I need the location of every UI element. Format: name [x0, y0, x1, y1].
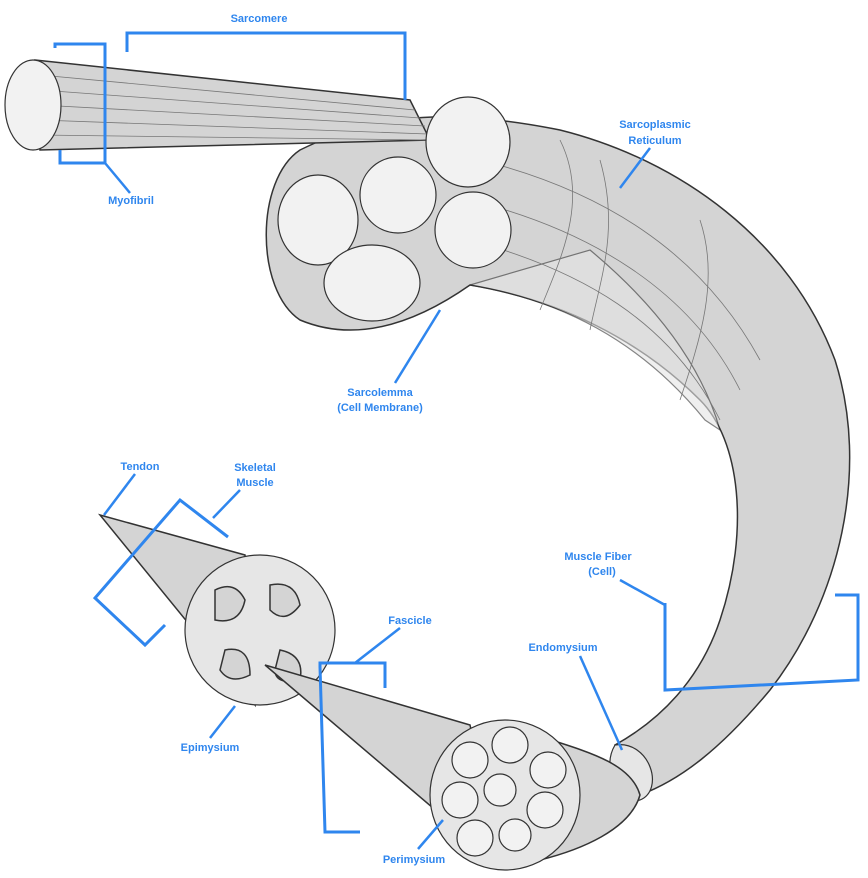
myofibril-illustration	[4, 59, 432, 151]
perimysium-leader	[417, 819, 444, 850]
label-epimysium: Epimysium	[181, 742, 240, 754]
label-endomysium: Endomysium	[528, 642, 597, 654]
label-sarcoplasmic-reticulum-2: Reticulum	[628, 135, 681, 147]
sarcomere-bracket	[125, 31, 407, 100]
fascicle-bundles	[441, 726, 567, 857]
tendon-leader	[103, 473, 136, 516]
myofibril-leader	[104, 162, 131, 194]
label-tendon: Tendon	[121, 461, 160, 473]
label-sarcoplasmic-reticulum-1: Sarcoplasmic	[619, 119, 691, 131]
label-myofibril: Myofibril	[108, 195, 154, 207]
myofibril-bracket	[53, 42, 107, 165]
fascicle-illustration	[264, 664, 641, 871]
skeletal-muscle-leader	[212, 489, 241, 519]
label-muscle-fiber-1: Muscle Fiber	[564, 551, 632, 563]
label-skeletal-muscle-1: Skeletal	[234, 462, 276, 474]
fascicle-leader	[354, 627, 401, 664]
fascicle-bracket	[318, 661, 387, 834]
label-skeletal-muscle-2: Muscle	[236, 477, 273, 489]
sarcolemma-leader	[393, 309, 442, 384]
muscle-fiber-leader	[619, 578, 666, 607]
epimysium-leader	[209, 705, 236, 739]
label-sarcolemma-2: (Cell Membrane)	[337, 402, 423, 414]
label-fascicle: Fascicle	[388, 615, 431, 627]
label-sarcolemma-1: Sarcolemma	[347, 387, 413, 399]
myofibril-cross-sections	[277, 96, 512, 322]
label-muscle-fiber-2: (Cell)	[588, 566, 616, 578]
annotations	[53, 31, 860, 850]
endomysium-leader	[578, 655, 624, 751]
label-sarcomere: Sarcomere	[231, 13, 288, 25]
muscle-fiber-bracket	[663, 593, 860, 692]
skeletal-muscle-illustration	[97, 513, 336, 708]
label-perimysium: Perimysium	[383, 854, 446, 866]
sarcoplasmic-leader	[619, 147, 651, 189]
skeletal-muscle-bracket	[92, 497, 229, 648]
